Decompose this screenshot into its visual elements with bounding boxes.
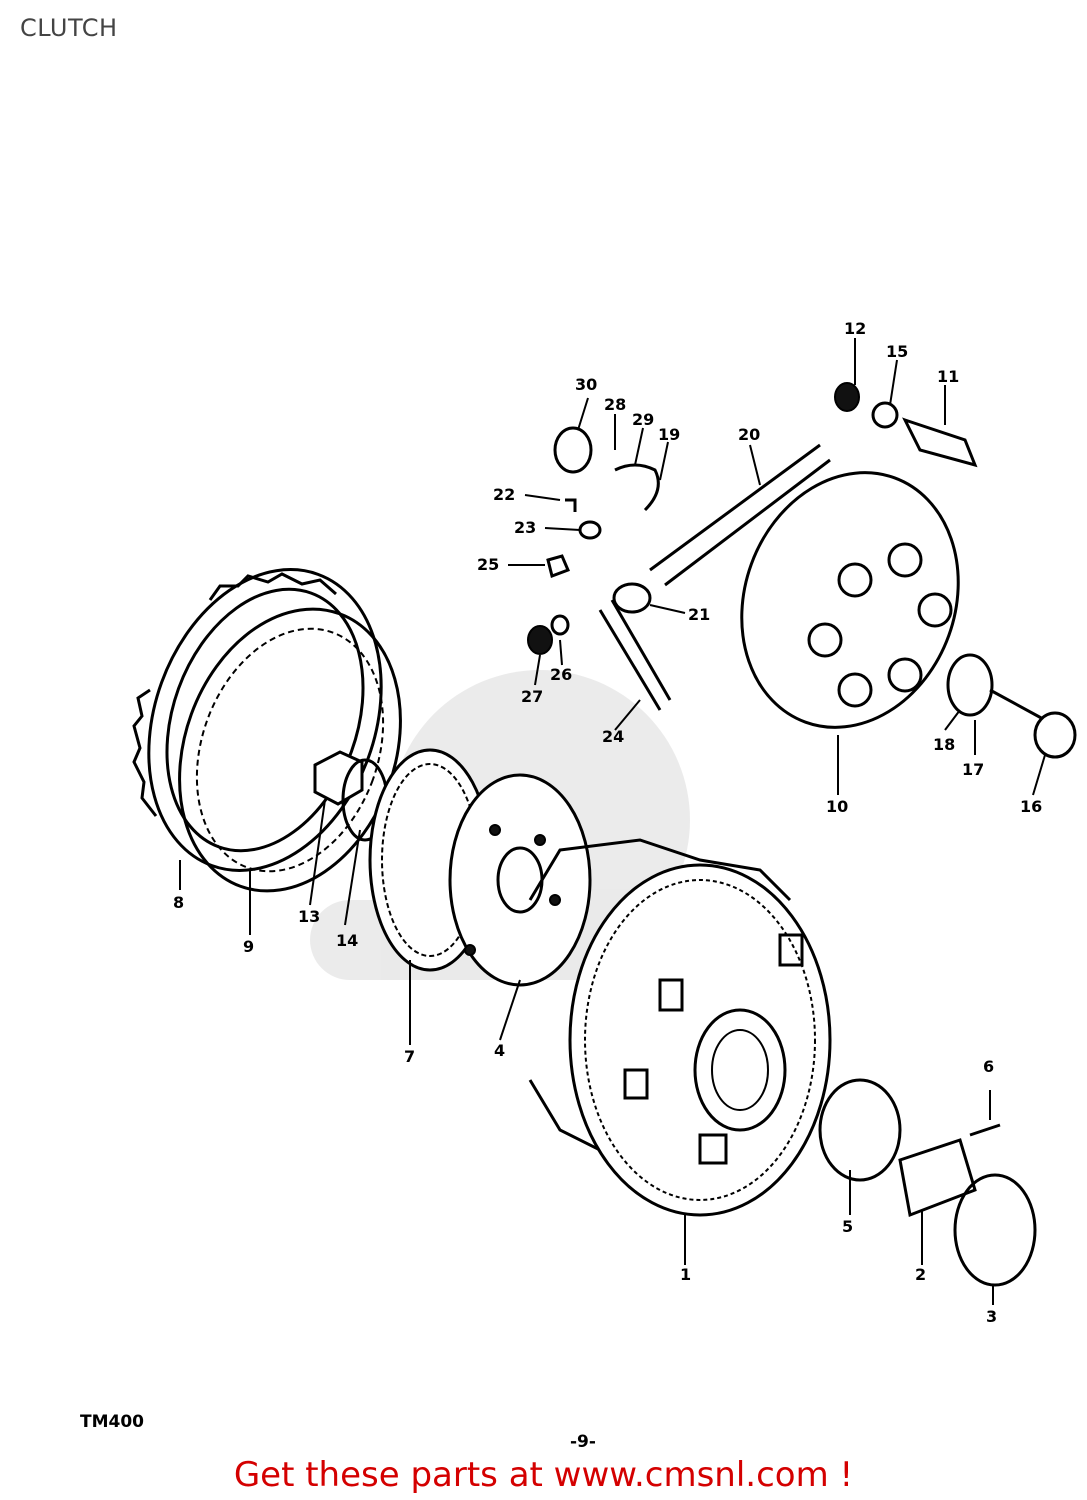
primary-driven-gear <box>528 838 832 1217</box>
callout-4: 4 <box>494 1041 505 1060</box>
callout-17: 17 <box>962 760 984 779</box>
callout-23: 23 <box>514 518 536 537</box>
callout-26: 26 <box>550 665 572 684</box>
nut <box>313 750 364 806</box>
callout-leaders <box>179 338 1046 1305</box>
release-mechanism <box>527 426 831 711</box>
callout-1: 1 <box>680 1265 691 1284</box>
callout-11: 11 <box>937 367 959 386</box>
callout-27: 27 <box>521 687 543 706</box>
callout-16: 16 <box>1020 797 1042 816</box>
pin <box>969 1123 1001 1137</box>
pressure-plate <box>740 471 960 729</box>
callout-12: 12 <box>844 319 866 338</box>
needle-bearing <box>818 1078 902 1182</box>
callout-30: 30 <box>575 375 597 394</box>
callout-24: 24 <box>602 727 624 746</box>
thrust-washer <box>953 1173 1037 1287</box>
callout-21: 21 <box>688 605 710 624</box>
callout-13: 13 <box>298 907 320 926</box>
callout-19: 19 <box>658 425 680 444</box>
callout-3: 3 <box>986 1307 997 1326</box>
callout-29: 29 <box>632 410 654 429</box>
page-title: CLUTCH <box>20 14 118 42</box>
callout-15: 15 <box>886 342 908 361</box>
callout-9: 9 <box>243 937 254 956</box>
callout-22: 22 <box>493 485 515 504</box>
callout-25: 25 <box>477 555 499 574</box>
part-callouts: 1 2 3 4 5 6 7 8 9 10 11 12 13 14 15 16 1… <box>173 319 1042 1326</box>
callout-2: 2 <box>915 1265 926 1284</box>
clutch-spring-set <box>834 382 978 468</box>
spacer <box>898 1138 977 1218</box>
cta-link[interactable]: Get these parts at www.cmsnl.com ! <box>233 1455 854 1495</box>
callout-8: 8 <box>173 893 184 912</box>
callout-10: 10 <box>826 797 848 816</box>
callout-5: 5 <box>842 1217 853 1236</box>
callout-28: 28 <box>604 395 626 414</box>
callout-18: 18 <box>933 735 955 754</box>
model-code: TM400 <box>80 1412 144 1432</box>
release-pushrod <box>946 653 1077 759</box>
page-number: -9- <box>570 1432 596 1452</box>
callout-7: 7 <box>404 1047 415 1066</box>
clutch-sleeve-hub <box>368 748 592 987</box>
callout-14: 14 <box>336 931 358 950</box>
callout-6: 6 <box>983 1057 994 1076</box>
callout-20: 20 <box>738 425 760 444</box>
